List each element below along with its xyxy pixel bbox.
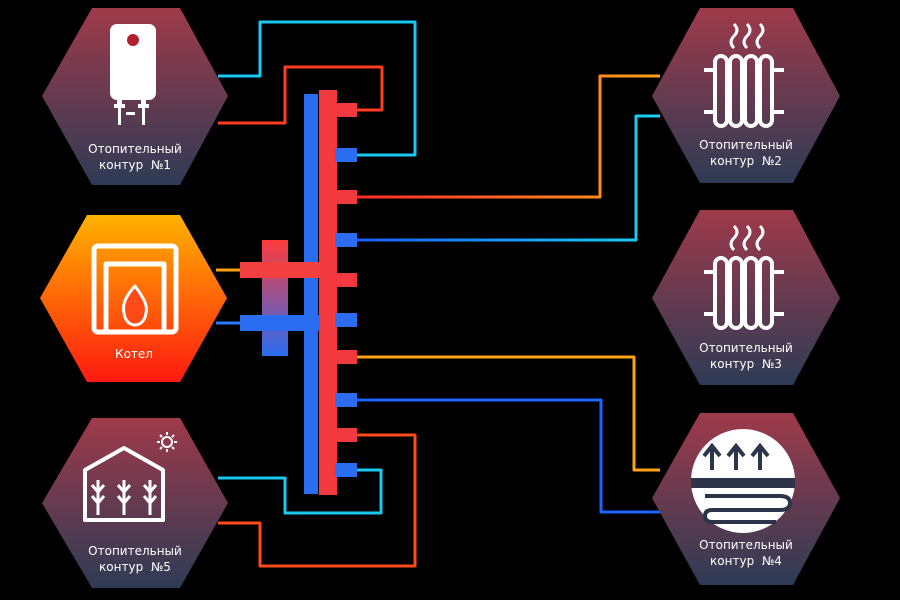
pipes — [216, 20, 660, 568]
boiler-flame-icon — [91, 243, 179, 335]
circuit4-label: Отопительный контур №4 — [661, 537, 831, 569]
circuit5-label-line1: Отопительный — [88, 544, 182, 558]
circuit3-label-line2: контур №3 — [710, 357, 782, 371]
radiator-icon — [704, 224, 784, 330]
circuit2-label-line1: Отопительный — [699, 138, 793, 152]
boiler-label: Котел — [49, 346, 219, 362]
circuit1-return-pipe — [218, 20, 417, 157]
circuit1-label: Отопительный контур №1 — [50, 141, 220, 173]
circuit2-return-pipe — [356, 114, 660, 242]
node-circuit3 — [652, 210, 840, 385]
circuit3-label: Отопительный контур №3 — [661, 340, 831, 372]
circuit2-supply-pipe — [356, 74, 660, 199]
boiler-label-text: Котел — [115, 347, 153, 361]
circuit2-label-line2: контур №2 — [710, 154, 782, 168]
circuit1-label-line1: Отопительный — [88, 142, 182, 156]
sun-icon — [157, 432, 177, 452]
hydraulic-separator — [240, 240, 320, 356]
circuit5-return-pipe — [218, 468, 383, 515]
node-circuit1 — [42, 8, 228, 185]
manifold — [240, 90, 357, 495]
circuit5-label: Отопительный контур №5 — [50, 543, 220, 575]
manifold-return-bar — [304, 94, 318, 494]
circuit5-label-line2: контур №5 — [99, 560, 171, 574]
circuit2-label: Отопительный контур №2 — [661, 137, 831, 169]
circuit4-label-line2: контур №4 — [710, 554, 782, 568]
circuit1-label-line2: контур №1 — [99, 158, 171, 172]
manifold-supply-bar — [319, 90, 337, 495]
circuit4-label-line1: Отопительный — [699, 538, 793, 552]
node-circuit2 — [652, 8, 840, 183]
node-circuit5 — [42, 418, 228, 588]
manifold-outlets — [335, 103, 357, 477]
node-boiler — [40, 215, 227, 382]
circuit1-supply-pipe — [218, 65, 384, 125]
circuit4-supply-pipe — [356, 355, 660, 472]
node-circuit4 — [652, 413, 840, 585]
water-heater-icon — [110, 24, 156, 125]
circuit3-label-line1: Отопительный — [699, 341, 793, 355]
radiator-icon — [704, 22, 784, 128]
greenhouse-icon — [83, 446, 165, 522]
underfloor-heating-icon — [691, 429, 795, 533]
circuit4-return-pipe — [356, 398, 660, 514]
circuit5-supply-pipe — [218, 433, 417, 568]
